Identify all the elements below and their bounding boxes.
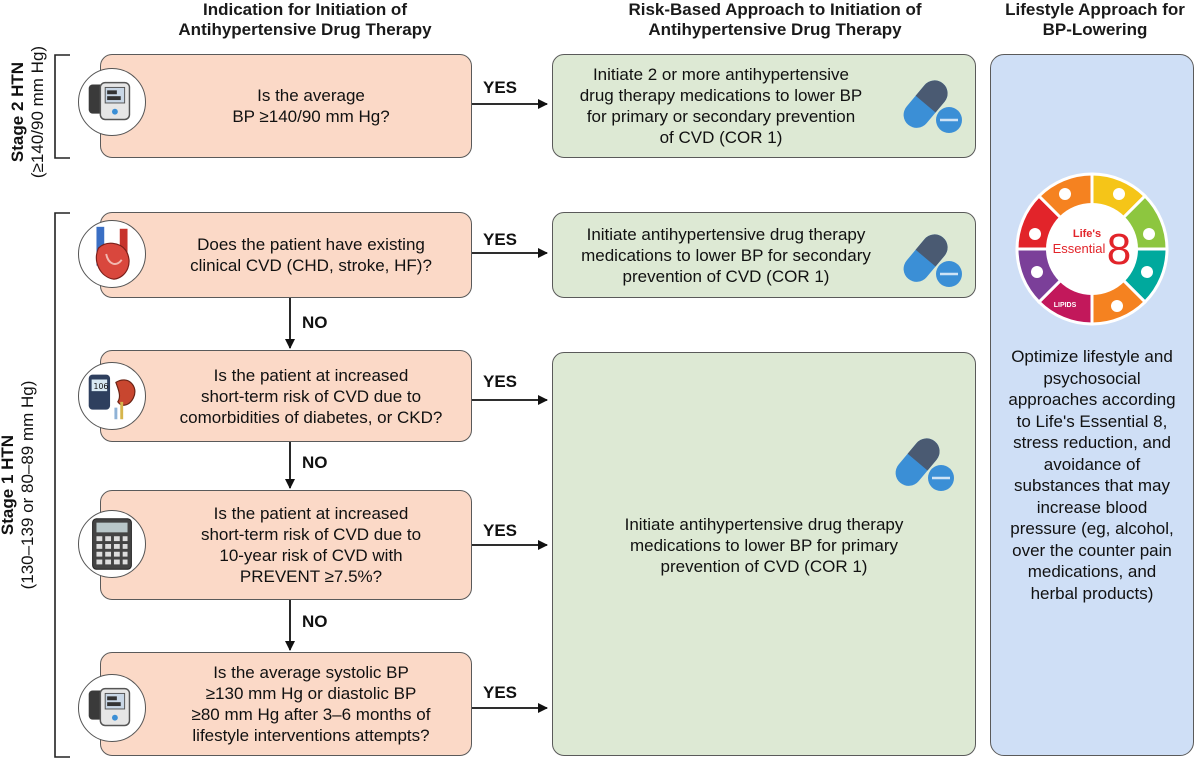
logo-lifes-text: Life's [1073,228,1101,240]
question-avg-bp: Is the average BP ≥140/90 mm Hg? [232,86,390,126]
question-lifestyle-attempts: Is the average systolic BP ≥130 mm Hg or… [191,663,431,745]
lifes-essential-8-logo: Life's Essential 8 LIPIDS [1015,172,1169,326]
action-box-primary-prevention [552,352,976,756]
svg-text:106: 106 [94,382,109,391]
question-box-clinical-cvd [100,212,472,298]
question-box-prevent-risk [100,490,472,600]
lifestyle-text: Optimize lifestyle and psychosocial appr… [1008,347,1176,603]
logo-lipids-text: LIPIDS [1054,302,1077,309]
yes-label: YES [483,683,518,702]
header-indication: Indication for Initiation of Antihyperte… [178,0,432,39]
stage1-range: (130–139 or 80–89 mm Hg) [18,380,37,590]
calculator-icon [78,510,146,578]
question-prevent-risk: Is the patient at increased short-term r… [200,504,422,586]
yes-label: YES [483,230,518,249]
heart-icon [78,220,146,288]
stage1-title: Stage 1 HTN [0,434,17,536]
question-box-lifestyle-attempts [100,652,472,756]
header-lifestyle: Lifestyle Approach for BP-Lowering [1005,0,1185,39]
logo-8-text: 8 [1107,225,1131,274]
bp-monitor-icon [78,68,146,136]
lifestyle-box [990,54,1194,756]
no-label: NO [302,612,328,631]
logo-essential-text: Essential [1053,241,1106,256]
action-box-secondary-prevention [552,212,976,298]
pill-icon [903,80,962,133]
action-box-two-meds [552,54,976,158]
question-comorbidities: Is the patient at increased short-term r… [179,365,443,427]
stage2-range: (≥140/90 mm Hg) [28,45,47,179]
pill-icon [895,438,954,491]
action-two-meds: Initiate 2 or more antihypertensive drug… [579,65,863,147]
question-box-avg-bp [100,54,472,158]
stage2-title: Stage 2 HTN [8,61,27,163]
glucose-kidney-icon: 106 [78,362,146,430]
yes-label: YES [483,78,518,97]
no-label: NO [302,453,328,472]
question-clinical-cvd: Does the patient have existing clinical … [190,235,432,275]
no-label: NO [302,313,328,332]
pill-icon [903,234,962,287]
bp-monitor-icon [78,674,146,742]
header-risk-based: Risk-Based Approach to Initiation of Ant… [628,0,922,39]
yes-label: YES [483,372,518,391]
stage1-label: Stage 1 HTN (130–139 or 80–89 mm Hg) [0,355,38,615]
action-primary-prevention: Initiate antihypertensive drug therapy m… [624,514,904,576]
question-box-comorbidities [100,350,472,442]
action-secondary-prevention: Initiate antihypertensive drug therapy m… [581,224,871,286]
yes-label: YES [483,521,518,540]
stage2-label: Stage 2 HTN (≥140/90 mm Hg) [8,42,48,182]
